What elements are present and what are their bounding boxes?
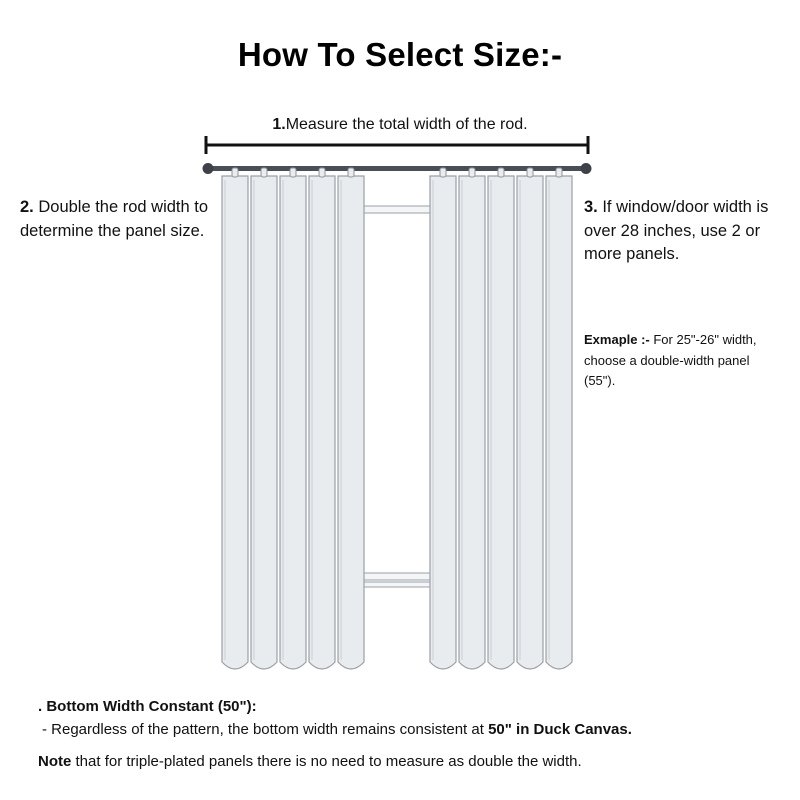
example-label: Exmaple :- — [584, 332, 650, 347]
page-title: How To Select Size:- — [237, 36, 563, 73]
example-body: For 25"-26" width, choose a double-width… — [584, 332, 757, 388]
step-2-body: Double the rod width to determine the pa… — [20, 198, 209, 240]
step-number-1: 1. — [272, 116, 286, 133]
bottom-width-body: - Regardless of the pattern, the bottom … — [42, 721, 489, 738]
bottom-width-highlight: 50" in Duck Canvas. — [488, 721, 632, 738]
curtain-rod — [202, 163, 592, 178]
measure-rod-text: Measure the total width of the rod. — [285, 116, 528, 133]
measure-rod-label: 1.Measure the total width of the rod. — [180, 116, 620, 134]
right-curtain-panel — [429, 175, 573, 670]
step-number-2: 2. — [20, 198, 34, 216]
window-frame — [361, 205, 435, 588]
step-2-text: 2. Double the rod width to determine the… — [20, 196, 220, 243]
note-body: that for triple-plated panels there is n… — [71, 753, 582, 770]
example-text: Exmaple :- For 25"-26" width, choose a d… — [584, 330, 774, 392]
step-number-3: 3. — [584, 198, 598, 216]
bottom-width-text: - Regardless of the pattern, the bottom … — [42, 721, 632, 738]
measure-line — [204, 136, 590, 154]
bottom-width-heading: . Bottom Width Constant (50"): — [38, 698, 257, 715]
left-curtain-panel — [221, 175, 365, 670]
note-label: Note — [38, 753, 72, 770]
step-3-text: 3. If window/door width is over 28 inche… — [584, 196, 789, 267]
note-text: Note that for triple-plated panels there… — [38, 753, 582, 770]
step-3-body: If window/door width is over 28 inches, … — [584, 198, 769, 263]
